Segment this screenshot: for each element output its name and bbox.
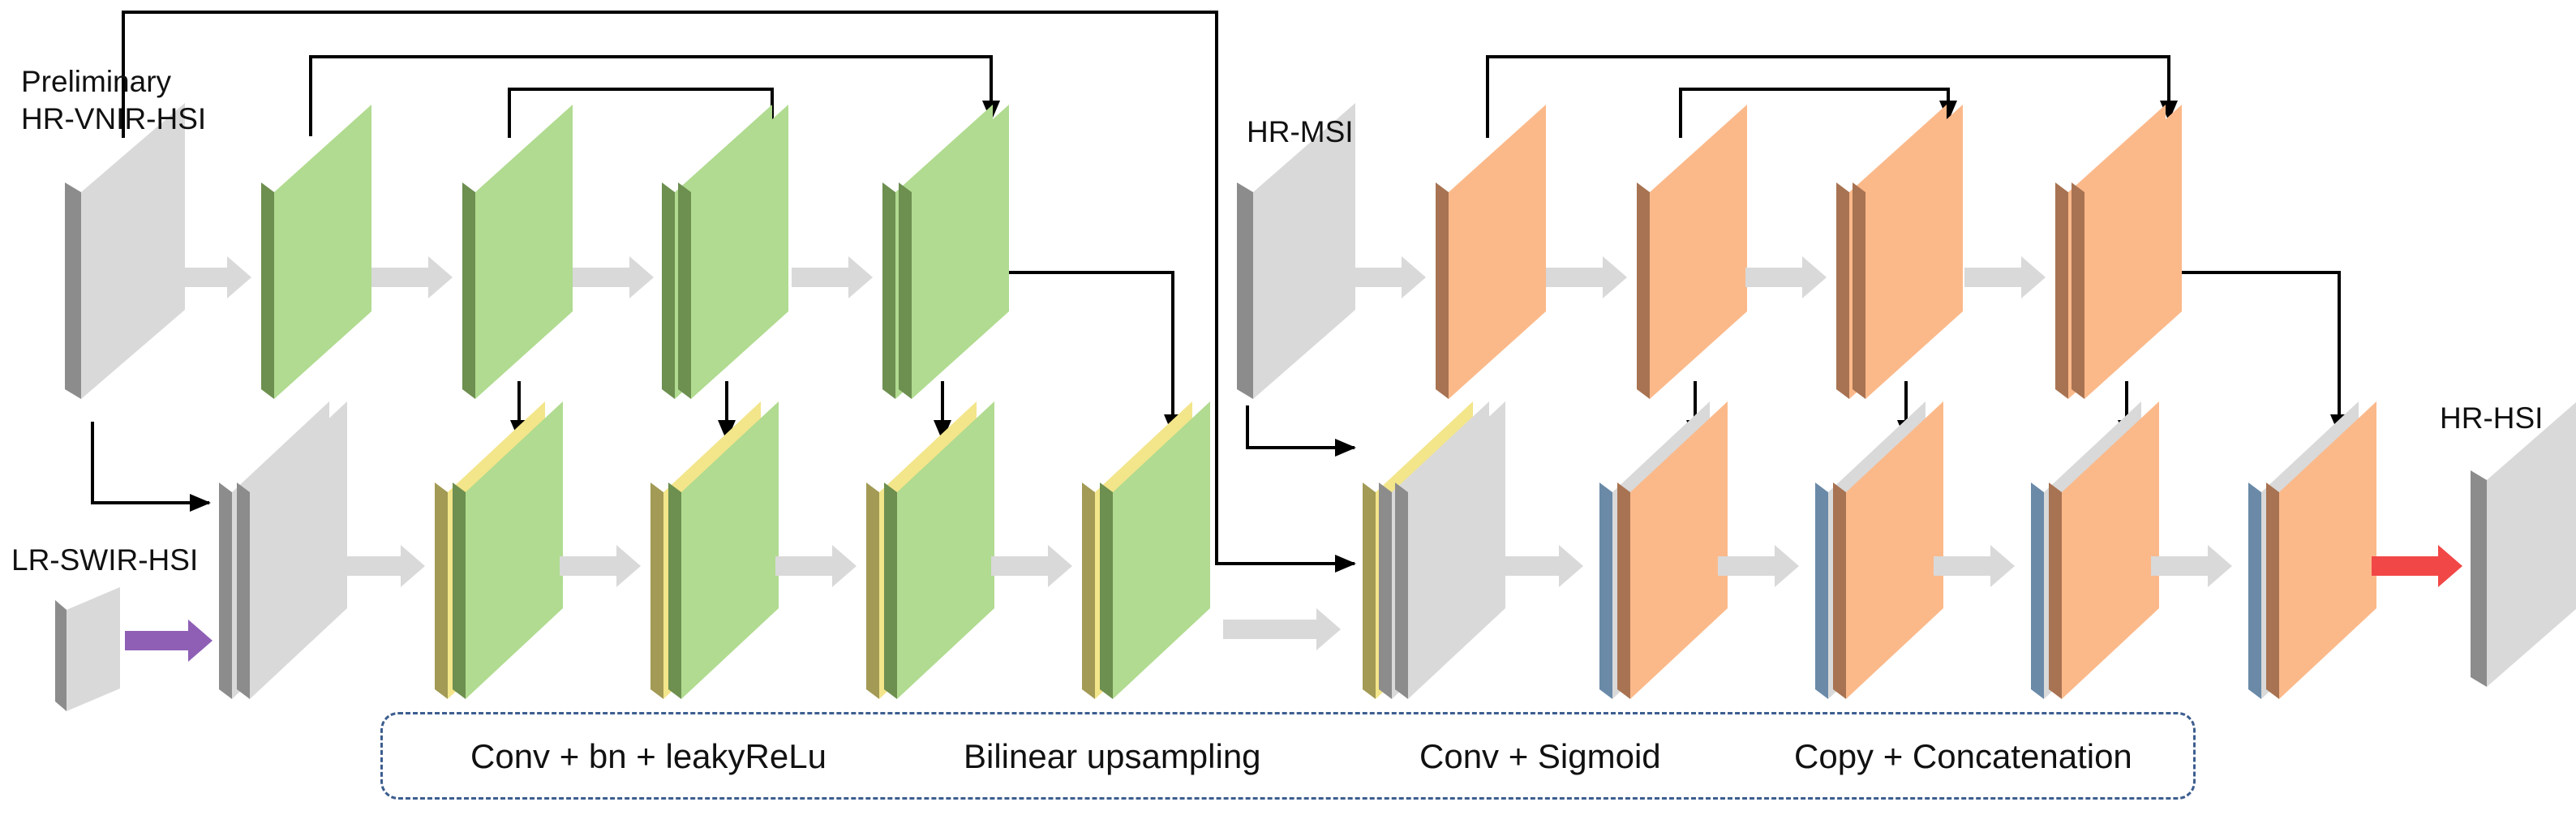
legend-conv-bn-text: Conv + bn + leakyReLu [470,737,826,775]
msi-enc-block-4 [2055,105,2182,399]
fusion-concat-block [1363,401,1505,699]
hr-msi-label: HR-MSI [1247,115,1354,148]
msi-dec-block-3 [2031,401,2159,699]
vnir-enc-block-2 [462,105,573,399]
skip-vnir-1-to-4 [309,55,1000,136]
flow-arrow-dec-3 [1934,545,2015,587]
copy-hr-msi-to-fusion [1246,405,1356,457]
bilinear-upsampling-arrow [125,620,213,662]
msi-dec-block-1 [1599,401,1728,699]
lr-swir-hsi-label: LR-SWIR-HSI [11,543,199,577]
flow-arrow-msi-4 [1964,256,2046,298]
flow-arrow-to-fusion [1223,608,1341,650]
vnir-dec-block-1 [435,401,563,699]
flow-arrow-dec-1 [1502,545,1583,587]
flow-arrow-dec-4 [2151,545,2232,587]
flow-arrow-bot-4 [991,545,1072,587]
vnir-enc-block-1 [261,105,371,399]
flow-arrow-top-1 [170,256,251,298]
flow-arrow-bot-2 [560,545,641,587]
copy-msi-enc4-to-dec4 [2182,271,2348,435]
flow-arrow-bot-3 [775,545,857,587]
legend-copy-concat-text: Copy + Concatenation [1794,737,2132,775]
skip-msi-1-to-4 [1486,55,2178,138]
vnir-enc-block-4 [882,105,1009,399]
msi-dec-block-2 [1815,401,1943,699]
lr-swir-hsi-block [55,587,120,711]
skip-msi-2-to-3 [1679,88,1957,138]
flow-arrow-top-4 [792,256,873,298]
upsampled-swir-block [219,401,347,699]
flow-arrow-dec-2 [1718,545,1799,587]
preliminary-label-line2: HR-VNIR-HSI [21,102,207,135]
feature-blocks [55,103,2576,711]
msi-enc-block-3 [1836,105,1963,399]
legend-bilinear-text: Bilinear upsampling [964,737,1261,775]
flow-arrow-bot-1 [344,545,425,587]
msi-dec-block-4 [2248,401,2376,699]
hr-hsi-label: HR-HSI [2440,401,2544,435]
legend-conv-sigmoid-text: Conv + Sigmoid [1419,737,1661,775]
copy-preliminary-to-upsampled [91,422,211,512]
vnir-dec-block-4 [1082,401,1210,699]
flow-arrow-top-2 [371,256,453,298]
preliminary-hr-vnir-hsi-block [65,103,185,399]
skip-vnir-long-to-fusion [122,11,1356,573]
msi-enc-block-2 [1637,105,1747,399]
copy-vnir-enc4-to-dec4 [1006,271,1182,435]
vnir-dec-block-3 [866,401,994,699]
flow-arrow-top-3 [573,256,654,298]
legend [380,712,2196,800]
hr-msi-block [1237,103,1355,399]
hr-hsi-output-block [2471,401,2576,687]
flow-arrows [125,256,2462,662]
conv-sigmoid-arrow [2372,545,2462,587]
flow-arrow-msi-2 [1546,256,1627,298]
flow-arrow-msi-3 [1745,256,1827,298]
msi-enc-block-1 [1436,105,1546,399]
vnir-dec-block-2 [650,401,779,699]
vnir-enc-block-3 [662,105,788,399]
preliminary-label-line1: Preliminary [21,65,172,98]
flow-arrow-msi-1 [1345,256,1426,298]
